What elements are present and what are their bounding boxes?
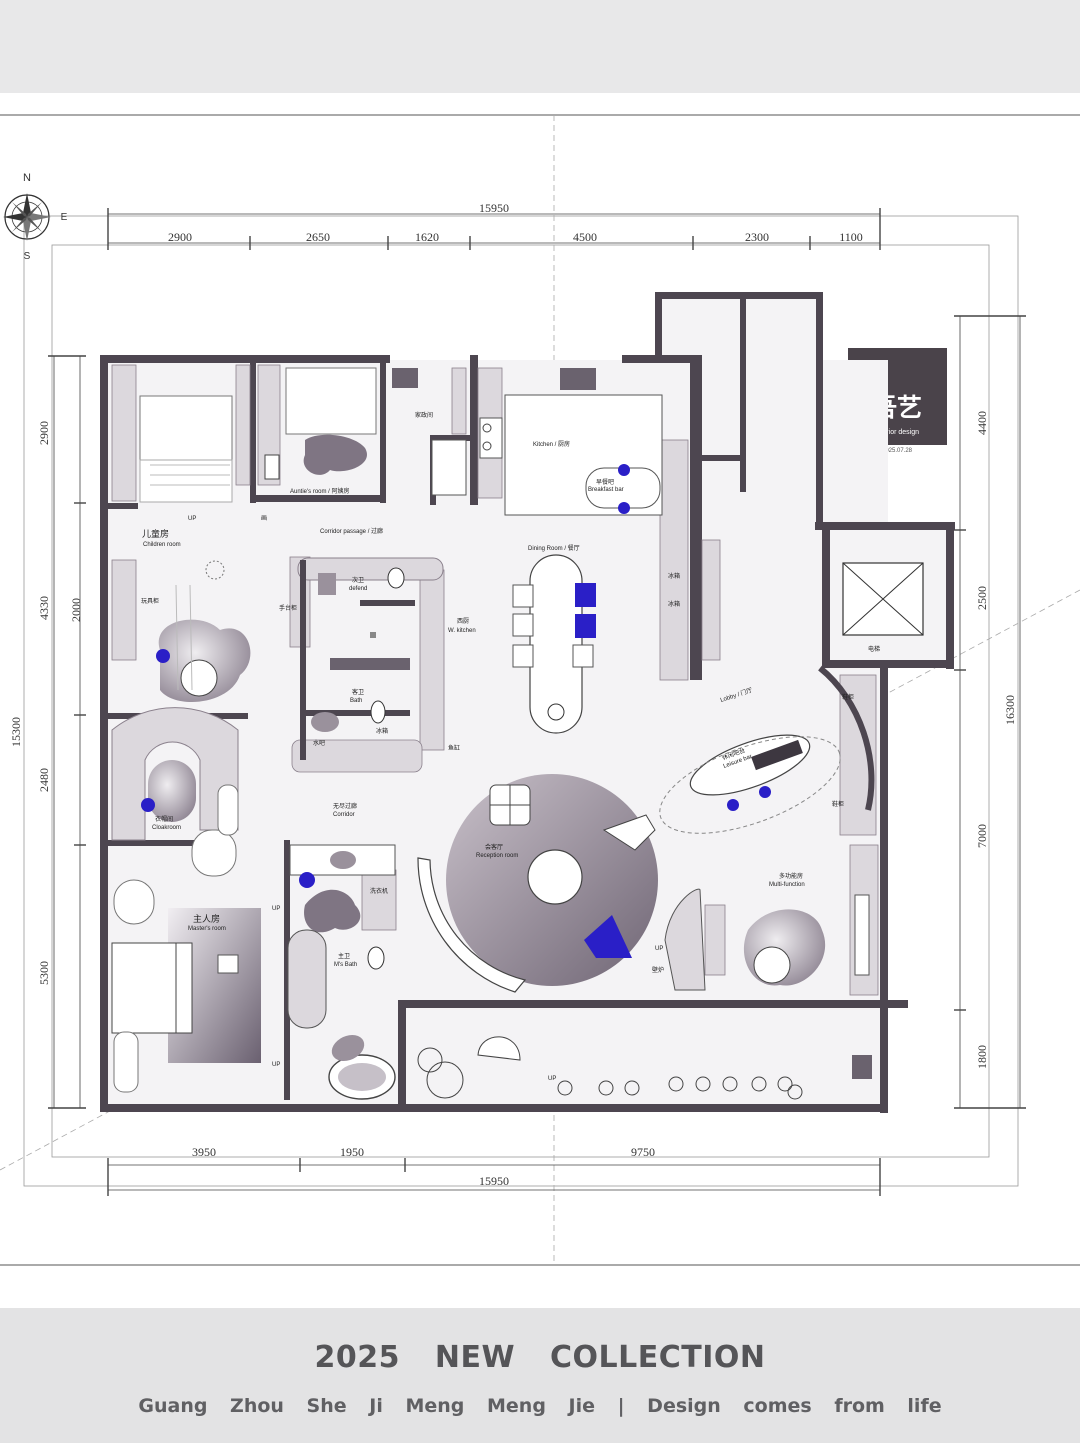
exterior-walls [100,292,955,1113]
logo-subtitle: interior design [875,429,919,436]
label-reception-cn: 会客厅 [485,843,503,851]
label-fridge-1: 冰箱 [668,572,680,580]
dim-bottom-2: 1950 [340,1145,364,1159]
dimension-lines [48,208,1026,1196]
label-fridge-2: 冰箱 [668,600,680,608]
children-room [139,395,251,702]
label-guest-bath-cn: 次卫 [352,576,364,584]
dim-left-1: 2900 [37,421,51,445]
logo-date: 2025.07.28 [882,448,913,454]
master-bedroom [111,879,261,1093]
header-band [0,0,1080,93]
label-master-cn: 主人房 [193,913,220,925]
dim-top-1: 2900 [168,230,192,244]
dim-right-2: 2500 [975,586,989,610]
label-corridor-cn: 无尽过廊 [333,802,357,810]
floor-plan: 15950 2900 2650 1620 4500 2300 1100 3950… [0,114,1080,1266]
label-up-4: UP [655,946,663,952]
label-multifunction-cn: 多功能房 [779,872,803,880]
dim-left-3: 2480 [37,768,51,792]
label-w-kitchen-en: W. kitchen [448,628,476,634]
dim-left-inner: 2000 [69,598,83,622]
master-bath [287,844,396,1100]
label-multifunction-en: Multi-function [769,882,805,888]
label-auntie: Auntie's room / 阿姨房 [290,487,350,495]
dim-top-5: 2300 [745,230,769,244]
dim-top-6: 1100 [839,230,863,244]
label-reception-en: Reception room [476,853,518,859]
label-fireplace: 壁炉 [652,966,664,974]
label-children-en: Children room [143,542,181,548]
dim-top-3: 1620 [415,230,439,244]
reception-room [417,774,658,993]
label-fridge-3: 冰箱 [376,727,388,735]
label-cloakroom-cn: 衣帽间 [155,815,173,823]
label-master-bath-en: M's Bath [334,962,357,968]
collection-tagline: Guang Zhou She Ji Meng Meng Jie | Design… [138,1395,942,1417]
label-master-en: Master's room [188,926,226,932]
label-guest-bath-en: defend [349,586,367,592]
label-washer: 洗衣机 [370,887,388,895]
dim-right-total: 16300 [1003,695,1017,725]
label-kitchen: Kitchen / 厨房 [533,440,570,448]
label-toy-cabinet: 玩具柜 [141,597,159,605]
west-kitchen-block [297,557,444,760]
dim-right-1: 4400 [975,411,989,435]
label-elevator: 电梯 [868,645,880,653]
label-shoe-2: 鞋柜 [832,800,844,808]
label-water-bar: 水吧 [313,739,325,747]
label-painting: 画 [261,515,267,522]
label-hand-sink: 手台柜 [279,604,297,612]
collection-headline: 2025 NEW COLLECTION [314,1340,766,1375]
dim-top-4: 4500 [573,230,597,244]
label-w-kitchen-cn: 西厨 [457,618,469,625]
dim-bottom-3: 9750 [631,1145,655,1159]
dimension-labels: 15950 2900 2650 1620 4500 2300 1100 3950… [9,201,1017,1188]
label-up-2: UP [272,906,280,912]
label-shoe-1: 鞋柜 [842,693,854,701]
label-laundry: 家政间 [415,411,433,419]
dim-right-4: 1800 [975,1045,989,1069]
dim-bottom-total: 15950 [479,1174,509,1188]
label-dining: Dining Room / 餐厅 [528,544,580,552]
label-children-cn: 儿童房 [142,528,169,540]
label-master-bath-cn: 主卫 [338,952,350,960]
dim-bottom-1: 3950 [192,1145,216,1159]
compass-e: E [61,212,68,223]
room-labels: 儿童房 Children room Auntie's room / 阿姨房 家政… [141,411,880,1082]
dim-left-4: 5300 [37,961,51,985]
multifunction-room [664,888,870,991]
auntie-room [264,367,377,480]
label-bath-cn: 客卫 [352,688,364,696]
label-cloakroom-en: Cloakroom [152,825,181,831]
label-corridor-en: Corridor [333,812,355,818]
dim-left-total: 15300 [9,717,23,747]
elevator [842,562,924,636]
compass-n: N [23,172,31,184]
compass-icon: N E S [3,172,68,262]
label-breakfast-cn: 早餐吧 [596,478,614,486]
terrace-planting [417,1036,872,1100]
dim-top-2: 2650 [306,230,330,244]
dim-left-2: 4330 [37,596,51,620]
label-up-3: UP [272,1062,280,1068]
label-up-5: UP [548,1076,556,1082]
kitchen [392,368,663,516]
compass-s: S [24,251,31,262]
label-breakfast-en: Breakfast bar [588,487,624,493]
dim-right-3: 7000 [975,824,989,848]
label-corridor-passage: Corridor passage / 过廊 [320,527,383,535]
label-bath-en: Bath [350,698,362,704]
label-fish-tank: 鱼缸 [448,744,460,752]
cloakroom [111,707,239,877]
dim-top-total: 15950 [479,201,509,215]
footer-band [0,1308,1080,1443]
lobby [659,665,875,834]
label-up-1: UP [188,516,196,522]
dining-table [512,554,596,734]
